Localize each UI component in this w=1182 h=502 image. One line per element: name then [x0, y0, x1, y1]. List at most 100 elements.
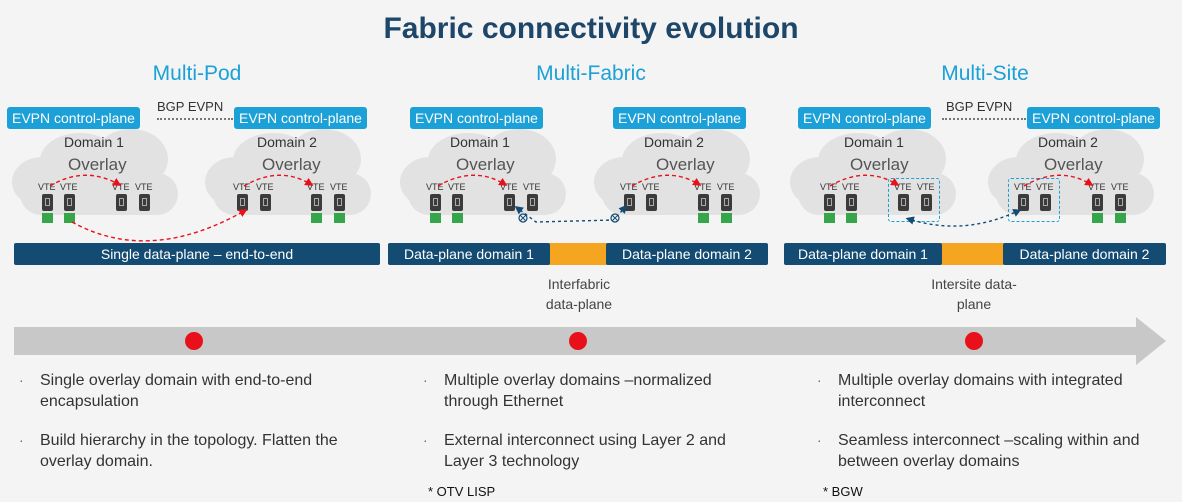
domain-1-label: Domain 1 [450, 134, 510, 150]
switch-icon [1115, 194, 1126, 223]
switch-icon [646, 194, 657, 211]
vte-label: VTE [917, 182, 935, 192]
vte-label: VTE [426, 182, 444, 192]
bullet-text: Single overlay domain with end-to-end en… [40, 372, 313, 410]
data-plane-domain-1-bar: Data-plane domain 1 [784, 243, 942, 265]
switch-icon [1018, 194, 1029, 211]
switch-icon [260, 194, 271, 211]
interfabric-link [514, 204, 628, 223]
overlay-label-2: Overlay [262, 155, 321, 174]
evpn-control-plane-left: EVPN control-plane [7, 107, 140, 129]
vte-label: VTE [694, 182, 712, 192]
switch-icon [698, 194, 709, 223]
evpn-control-plane-right: EVPN control-plane [613, 107, 746, 129]
vte-label: VTE [60, 182, 78, 192]
switch-icon [139, 194, 150, 211]
timeline-arrow-shape [14, 317, 1166, 365]
bullet-text: Build hierarchy in the topology. Flatten… [40, 432, 338, 470]
vte-label: VTE [112, 182, 130, 192]
domain-2-label: Domain 2 [1038, 134, 1098, 150]
tunnel-endpoint-icon [519, 214, 527, 222]
vte-label: VTE [256, 182, 274, 192]
overlay-label-1: Overlay [68, 155, 127, 174]
switch-icon [237, 194, 248, 211]
evpn-control-plane-right: EVPN control-plane [234, 107, 367, 129]
vte-label: VTE [500, 182, 518, 192]
evpn-control-plane-right: EVPN control-plane [1027, 107, 1160, 129]
timeline-marker-multi-site [965, 332, 983, 350]
vte-label: VTE [233, 182, 251, 192]
evpn-control-plane-left: EVPN control-plane [798, 107, 931, 129]
domain-2-label: Domain 2 [644, 134, 704, 150]
vxlan-tunnel-end-to-end [71, 209, 248, 242]
vte-label: VTE [620, 182, 638, 192]
bgp-evpn-label: BGP EVPN [946, 99, 1013, 114]
vxlan-tunnel-local [243, 174, 314, 187]
vte-label: VTE [820, 182, 838, 192]
overlay-label-2: Overlay [656, 155, 715, 174]
panel-multi-fabric: Multi-Fabric EVPN control-plane EVPN con… [388, 0, 788, 499]
vte-label: VTE [717, 182, 735, 192]
vte-label: VTE [642, 182, 660, 192]
data-plane-domain-2-bar: Data-plane domain 2 [1003, 243, 1166, 265]
bullet-item: ·Multiple overlay domains –normalized th… [423, 372, 712, 410]
vxlan-tunnel-local [49, 174, 122, 187]
domain-1-label: Domain 1 [64, 134, 124, 150]
vxlan-tunnel-local [829, 174, 900, 187]
intersite-link [905, 209, 1022, 227]
switch-icon [1040, 194, 1051, 211]
bullet-item: ·Multiple overlay domains with integrate… [817, 372, 1123, 410]
switch-icon [504, 194, 515, 211]
multi-fabric-title: Multi-Fabric [536, 62, 646, 85]
bullet-text: Multiple overlay domains with integrated… [838, 372, 1123, 410]
interfabric-label: Interfabric data-plane [545, 276, 613, 312]
interfabric-bar [544, 243, 624, 265]
switch-icon [1092, 194, 1103, 223]
tunnel-endpoint-icon [611, 214, 619, 222]
switch-icon [824, 194, 835, 223]
switch-icon [116, 194, 127, 211]
bullet-item: ·Build hierarchy in the topology. Flatte… [19, 432, 338, 470]
timeline-marker-multi-fabric [569, 332, 587, 350]
panel-multi-pod: Multi-Pod EVPN control-plane EVPN contro… [0, 0, 394, 470]
vxlan-tunnel-local [1023, 174, 1094, 187]
switch-icon [624, 194, 635, 211]
vte-label: VTE [135, 182, 153, 192]
data-plane-domain-1-bar: Data-plane domain 1 [388, 243, 550, 265]
overlay-label-1: Overlay [850, 155, 909, 174]
bullet-text: Multiple overlay domains –normalized thr… [444, 372, 712, 410]
panel-multi-site: Multi-Site EVPN control-plane EVPN contr… [784, 0, 1182, 499]
vte-label: VTE [307, 182, 325, 192]
switch-icon [42, 194, 53, 223]
timeline-arrow [14, 317, 1166, 365]
vte-label: VTE [1014, 182, 1032, 192]
border-gateway-box-2 [1008, 178, 1060, 222]
bullet-text: External interconnect using Layer 2 and … [444, 432, 726, 470]
vte-label: VTE [1111, 182, 1129, 192]
footnote: * OTV LISP [428, 484, 496, 499]
domain-1-label: Domain 1 [844, 134, 904, 150]
vxlan-tunnel-local [437, 174, 508, 187]
switch-icon [898, 194, 909, 211]
overlay-label-1: Overlay [456, 155, 515, 174]
bgp-evpn-link [157, 118, 233, 120]
vte-label: VTE [842, 182, 860, 192]
vte-label: VTE [1036, 182, 1054, 192]
multi-fabric-bullets: ·Multiple overlay domains –normalized th… [418, 370, 768, 490]
switch-icon [430, 194, 441, 223]
vte-label: VTE [448, 182, 466, 192]
page-title: Fabric connectivity evolution [383, 12, 799, 45]
bullet-item: ·Seamless interconnect –scaling within a… [817, 432, 1140, 470]
multi-pod-title: Multi-Pod [152, 62, 242, 85]
bullet-item: ·External interconnect using Layer 2 and… [423, 432, 726, 470]
bullet-text: Seamless interconnect –scaling within an… [838, 432, 1140, 470]
vte-label: VTE [330, 182, 348, 192]
intersite-label: Intersite data-plane [931, 276, 1017, 312]
switch-icon [452, 194, 463, 223]
multi-pod-bullets: ·Single overlay domain with end-to-end e… [14, 370, 364, 490]
switch-icon [721, 194, 732, 223]
footnote: * BGW [823, 484, 863, 499]
switch-icon [334, 194, 345, 223]
vte-label: VTE [38, 182, 56, 192]
